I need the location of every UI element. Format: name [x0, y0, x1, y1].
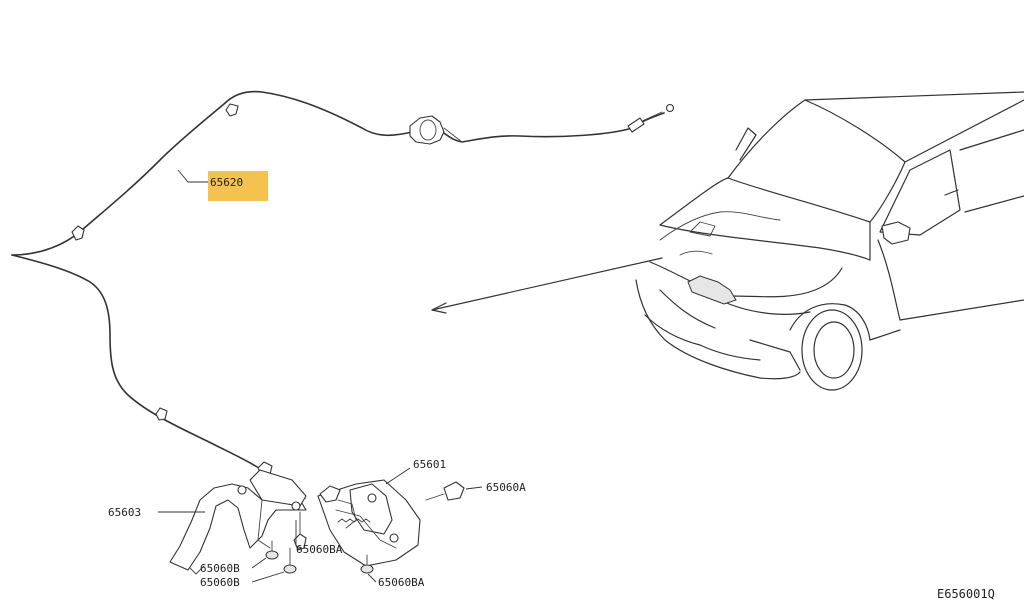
wheel — [789, 303, 871, 391]
part-label-bolt-b2: 65060B — [200, 576, 240, 589]
release-lever-bracket — [169, 469, 307, 575]
grommet — [409, 115, 463, 145]
car-illustration — [635, 91, 1024, 391]
diagram-id: E656001Q — [937, 587, 995, 601]
part-label-bolt-ba: 65060BA — [296, 543, 343, 556]
hood-lock-assembly — [317, 479, 421, 567]
part-label-lock: 65601 — [413, 458, 446, 471]
hood-release-cable — [11, 90, 675, 499]
highlight-box — [208, 171, 268, 201]
cable-clip — [71, 103, 273, 477]
part-label-bolt-a: 65060A — [486, 481, 526, 494]
part-label-bolt-b1: 65060B — [200, 562, 240, 575]
bolt — [265, 481, 465, 574]
part-label-lever: 65603 — [108, 506, 141, 519]
part-label-cable: 65620 — [210, 176, 243, 189]
part-label-bolt-b-a: 65060BA — [378, 576, 425, 589]
location-arrow — [431, 257, 663, 314]
